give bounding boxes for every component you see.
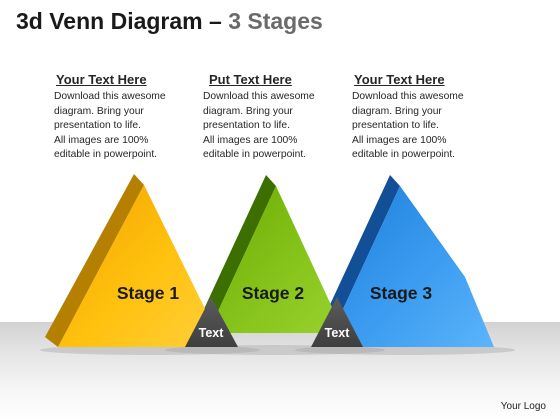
column-heading: Your Text Here — [354, 72, 445, 87]
column-heading: Your Text Here — [56, 72, 147, 87]
column-body: Download this awesome diagram. Bring you… — [203, 91, 315, 161]
shadow — [40, 345, 260, 355]
column-body: Download this awesome diagram. Bring you… — [54, 91, 166, 161]
column-heading: Put Text Here — [209, 72, 292, 87]
stage-2-side — [198, 175, 276, 333]
shadow — [165, 345, 385, 355]
stage-3-side — [322, 175, 400, 333]
title-subtitle: 3 Stages — [228, 8, 323, 34]
stage-2-face — [208, 186, 344, 333]
page-title: 3d Venn Diagram – 3 Stages — [16, 8, 323, 35]
stage-2-label: Stage 2 — [242, 283, 305, 303]
overlap-2-label: Text — [325, 326, 351, 340]
stage-3-triangle — [322, 175, 494, 347]
stage-1-side — [45, 174, 144, 347]
stage-2-triangle — [198, 175, 344, 333]
title-main: 3d Venn Diagram – — [16, 8, 229, 34]
text-column-3: Your Text Here Download this awesome dia… — [352, 72, 492, 163]
text-column-2: Put Text Here Download this awesome diag… — [203, 72, 343, 163]
stage-1-face — [58, 185, 217, 347]
overlap-2-region — [311, 297, 363, 347]
stage-1-label: Stage 1 — [117, 283, 180, 303]
column-body: Download this awesome diagram. Bring you… — [352, 91, 464, 161]
overlap-1-label: Text — [199, 326, 225, 340]
text-column-1: Your Text Here Download this awesome dia… — [54, 72, 194, 163]
stage-3-label: Stage 3 — [370, 283, 433, 303]
stage-1-triangle — [45, 174, 217, 347]
stage-3-face — [332, 186, 494, 347]
shadow — [295, 345, 515, 355]
overlap-1-region — [185, 297, 238, 347]
logo-text: Your Logo — [500, 401, 546, 412]
